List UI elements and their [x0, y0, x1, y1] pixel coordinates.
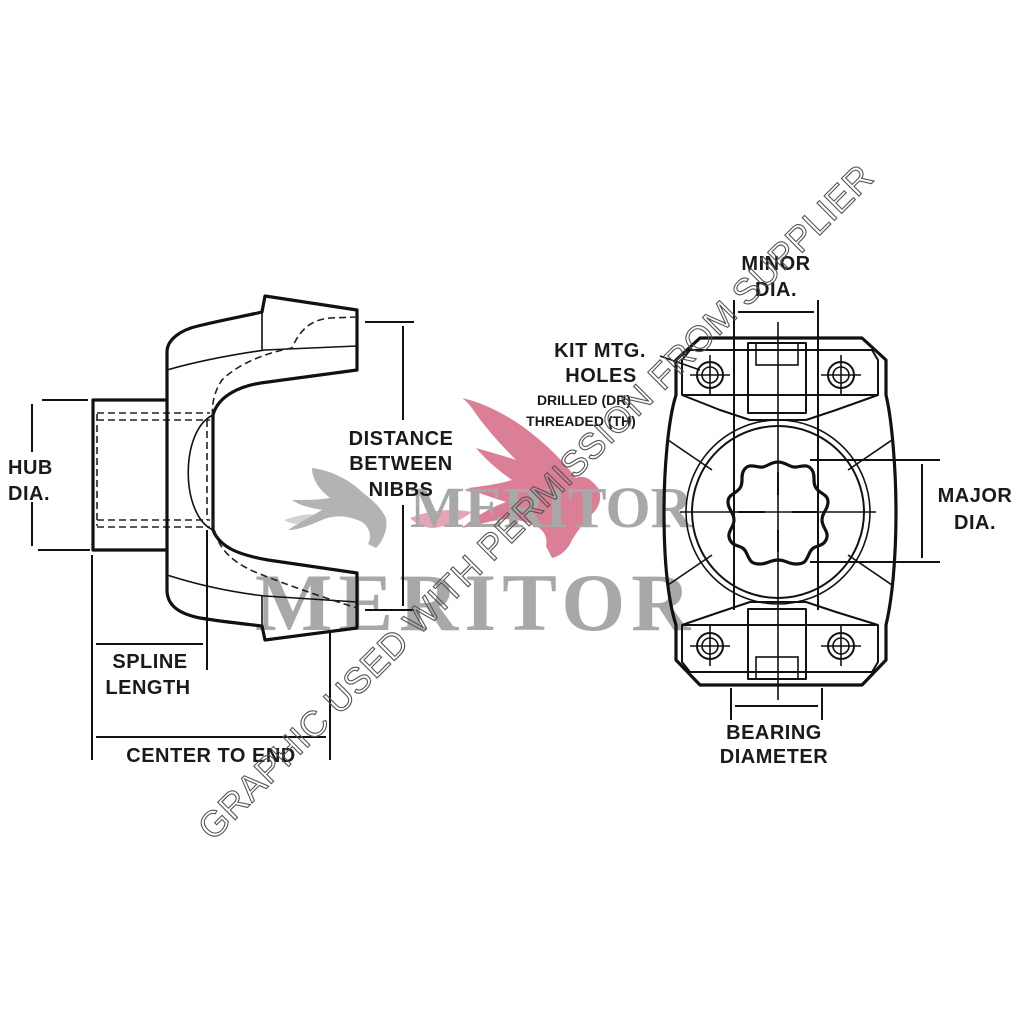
end-view-labels: MINOR DIA. KIT MTG. HOLES DRILLED (DR) T…: [526, 253, 1012, 768]
yoke-end-view: [662, 322, 898, 700]
major-dia-label-line1: MAJOR: [938, 485, 1013, 507]
kit-holes-label-line1: KIT MTG.: [554, 340, 646, 362]
kit-mounting-hole-icon: [690, 355, 730, 395]
center-to-end-label: CENTER TO END: [126, 745, 295, 767]
side-view-labels: HUB DIA. DISTANCE BETWEEN NIBBS SPLINE L…: [8, 428, 453, 767]
kit-holes-label-line2: HOLES: [565, 365, 636, 387]
side-view-dimensions: [31, 321, 414, 760]
kit-mounting-hole-icon: [821, 355, 861, 395]
spline-length-label-line2: LENGTH: [105, 677, 190, 699]
hub-dia-label-line1: HUB: [8, 457, 53, 479]
yoke-side-view: [91, 294, 359, 642]
meritor-wordmark-small: MERITOR: [410, 475, 694, 540]
kit-mounting-hole-icon: [821, 626, 861, 666]
hub-dia-label-line2: DIA.: [8, 483, 50, 505]
bearing-diameter-label-line1: BEARING: [726, 722, 822, 744]
distance-label-line3: NIBBS: [369, 479, 434, 501]
meritor-pink-bull-icon: [410, 398, 601, 558]
kit-holes-label-threaded: THREADED (TH): [526, 413, 636, 429]
kit-holes-label-drilled: DRILLED (DR): [537, 392, 631, 408]
spline-length-label-line1: SPLINE: [112, 651, 187, 673]
major-dia-label-line2: DIA.: [954, 512, 996, 534]
meritor-gray-bull-icon: [284, 468, 387, 548]
meritor-watermark: MERITOR MERITOR: [255, 398, 694, 648]
minor-dia-label-line2: DIA.: [755, 279, 797, 301]
kit-mounting-hole-icon: [690, 626, 730, 666]
bearing-diameter-label-line2: DIAMETER: [720, 746, 829, 768]
distance-label-line2: BETWEEN: [349, 453, 453, 475]
minor-dia-label-line1: MINOR: [741, 253, 810, 275]
end-view-dimensions: [659, 300, 940, 720]
distance-label-line1: DISTANCE: [349, 428, 454, 450]
